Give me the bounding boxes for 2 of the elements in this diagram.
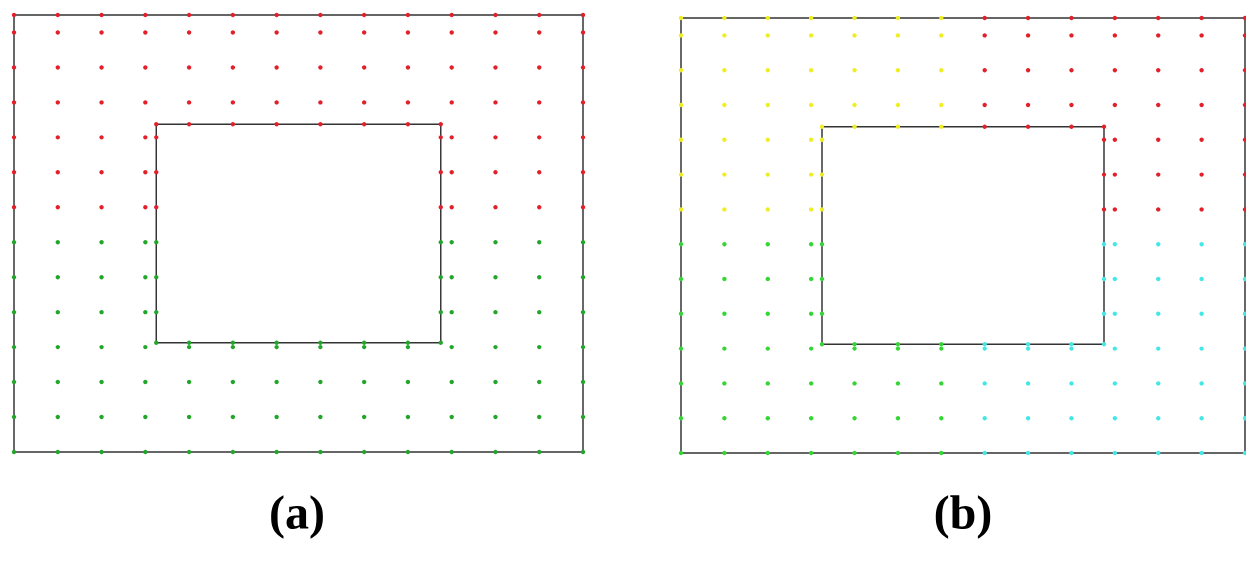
panel-label: (b) [935,495,991,539]
panel-label: (a) [271,495,323,539]
